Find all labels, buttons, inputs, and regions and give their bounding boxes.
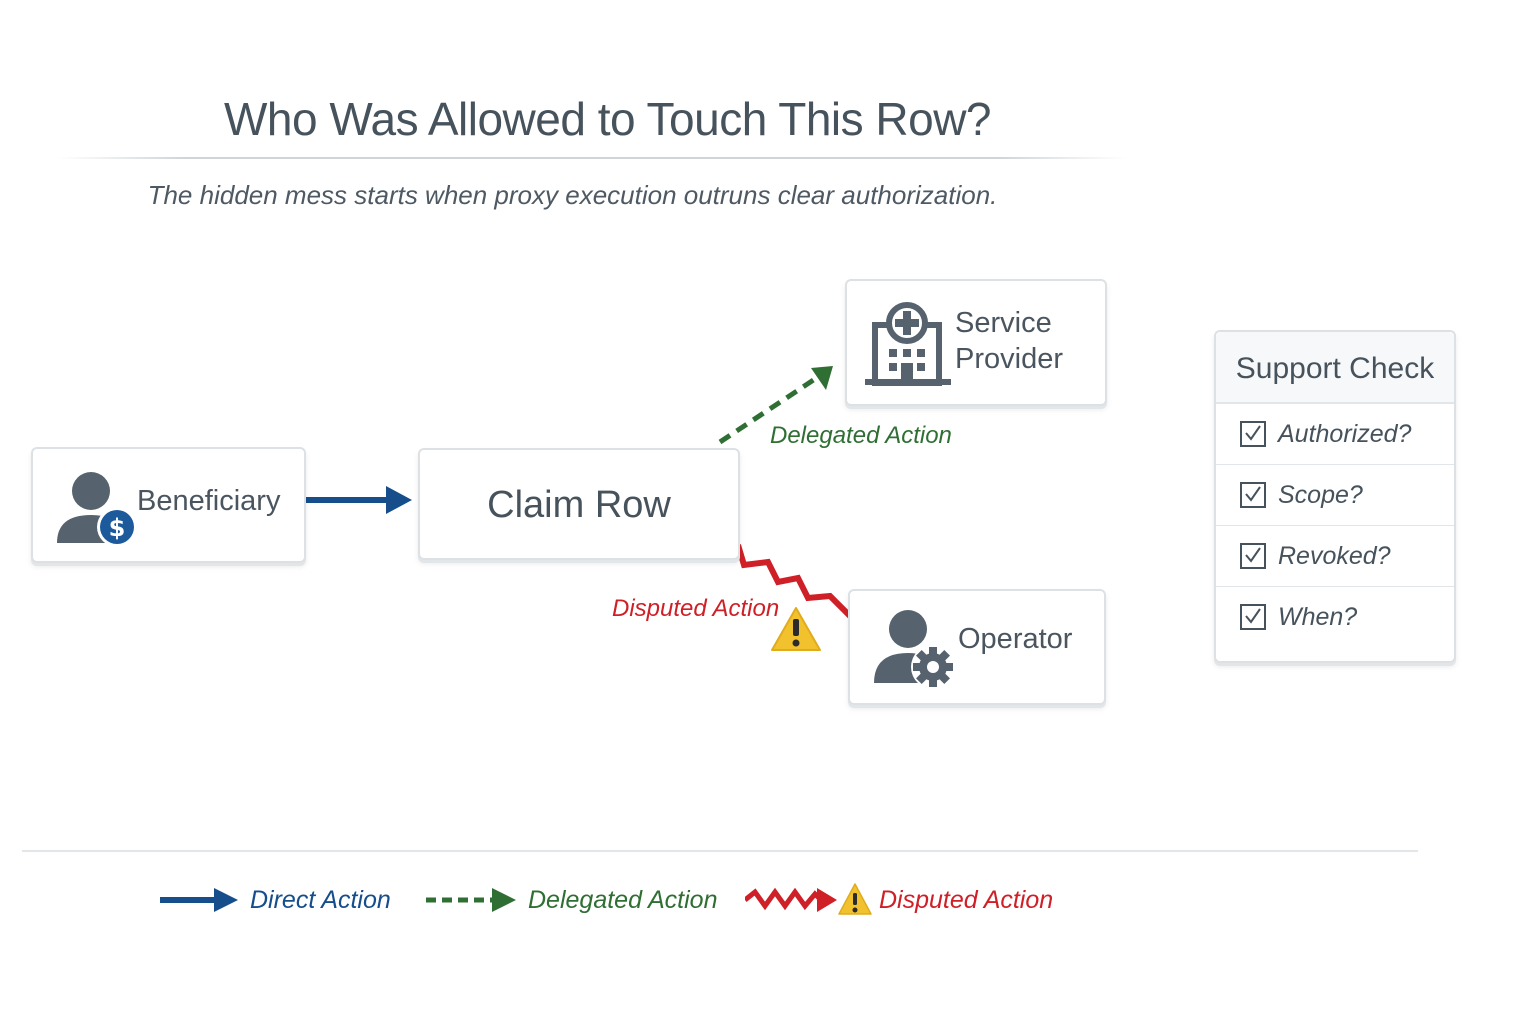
checkbox-checked-icon[interactable] bbox=[1240, 604, 1266, 630]
legend-delegated: Delegated Action bbox=[426, 880, 717, 920]
support-check-item-label: Authorized? bbox=[1278, 419, 1412, 448]
node-service-provider[interactable]: Service Provider bbox=[845, 279, 1107, 406]
svg-text:$: $ bbox=[109, 514, 126, 542]
beneficiary-label: Beneficiary bbox=[137, 485, 281, 517]
support-check-item-label: Revoked? bbox=[1278, 541, 1391, 570]
node-beneficiary[interactable]: $ Beneficiary bbox=[31, 447, 306, 563]
support-check-item[interactable]: When? bbox=[1216, 587, 1454, 647]
disputed-action-label: Disputed Action bbox=[612, 595, 780, 622]
service-provider-label-line1: Service bbox=[955, 307, 1052, 339]
support-check-item-label: Scope? bbox=[1278, 480, 1363, 509]
checkbox-checked-icon[interactable] bbox=[1240, 482, 1266, 508]
person-gear-icon bbox=[874, 610, 955, 689]
delegated-action-arrow bbox=[718, 366, 833, 445]
service-provider-label-line2: Provider bbox=[955, 343, 1063, 375]
title-divider bbox=[58, 157, 1126, 159]
page-subtitle: The hidden mess starts when proxy execut… bbox=[147, 180, 998, 210]
direct-action-arrow bbox=[306, 486, 412, 514]
support-check-item[interactable]: Revoked? bbox=[1216, 526, 1454, 587]
support-check-item-label: When? bbox=[1278, 602, 1358, 631]
legend-disputed-label: Disputed Action bbox=[879, 885, 1054, 914]
zigzag-warning-arrow-icon bbox=[745, 883, 872, 915]
legend-direct-label: Direct Action bbox=[250, 885, 391, 914]
legend-direct: Direct Action bbox=[160, 880, 391, 920]
legend-divider bbox=[22, 850, 1418, 852]
legend-disputed: Disputed Action bbox=[745, 880, 1053, 920]
operator-label: Operator bbox=[958, 623, 1073, 655]
checkbox-checked-icon[interactable] bbox=[1240, 543, 1266, 569]
legend-delegated-label: Delegated Action bbox=[528, 885, 718, 914]
node-claim-row[interactable]: Claim Row bbox=[418, 448, 740, 560]
claim-row-label: Claim Row bbox=[487, 484, 671, 526]
node-operator[interactable]: Operator bbox=[848, 589, 1106, 705]
warning-icon bbox=[771, 607, 821, 651]
person-dollar-icon: $ bbox=[57, 472, 137, 547]
page-title: Who Was Allowed to Touch This Row? bbox=[223, 93, 992, 145]
delegated-action-label: Delegated Action bbox=[770, 422, 952, 449]
support-check-panel: Support Check Authorized? Scope? Revoked… bbox=[1214, 330, 1456, 663]
support-check-title: Support Check bbox=[1216, 332, 1454, 404]
support-check-item[interactable]: Scope? bbox=[1216, 465, 1454, 526]
checkbox-checked-icon[interactable] bbox=[1240, 421, 1266, 447]
dashed-arrow-icon bbox=[426, 888, 516, 912]
support-check-item[interactable]: Authorized? bbox=[1216, 404, 1454, 465]
direct-arrow-icon bbox=[160, 888, 238, 912]
hospital-building-icon bbox=[865, 302, 951, 386]
